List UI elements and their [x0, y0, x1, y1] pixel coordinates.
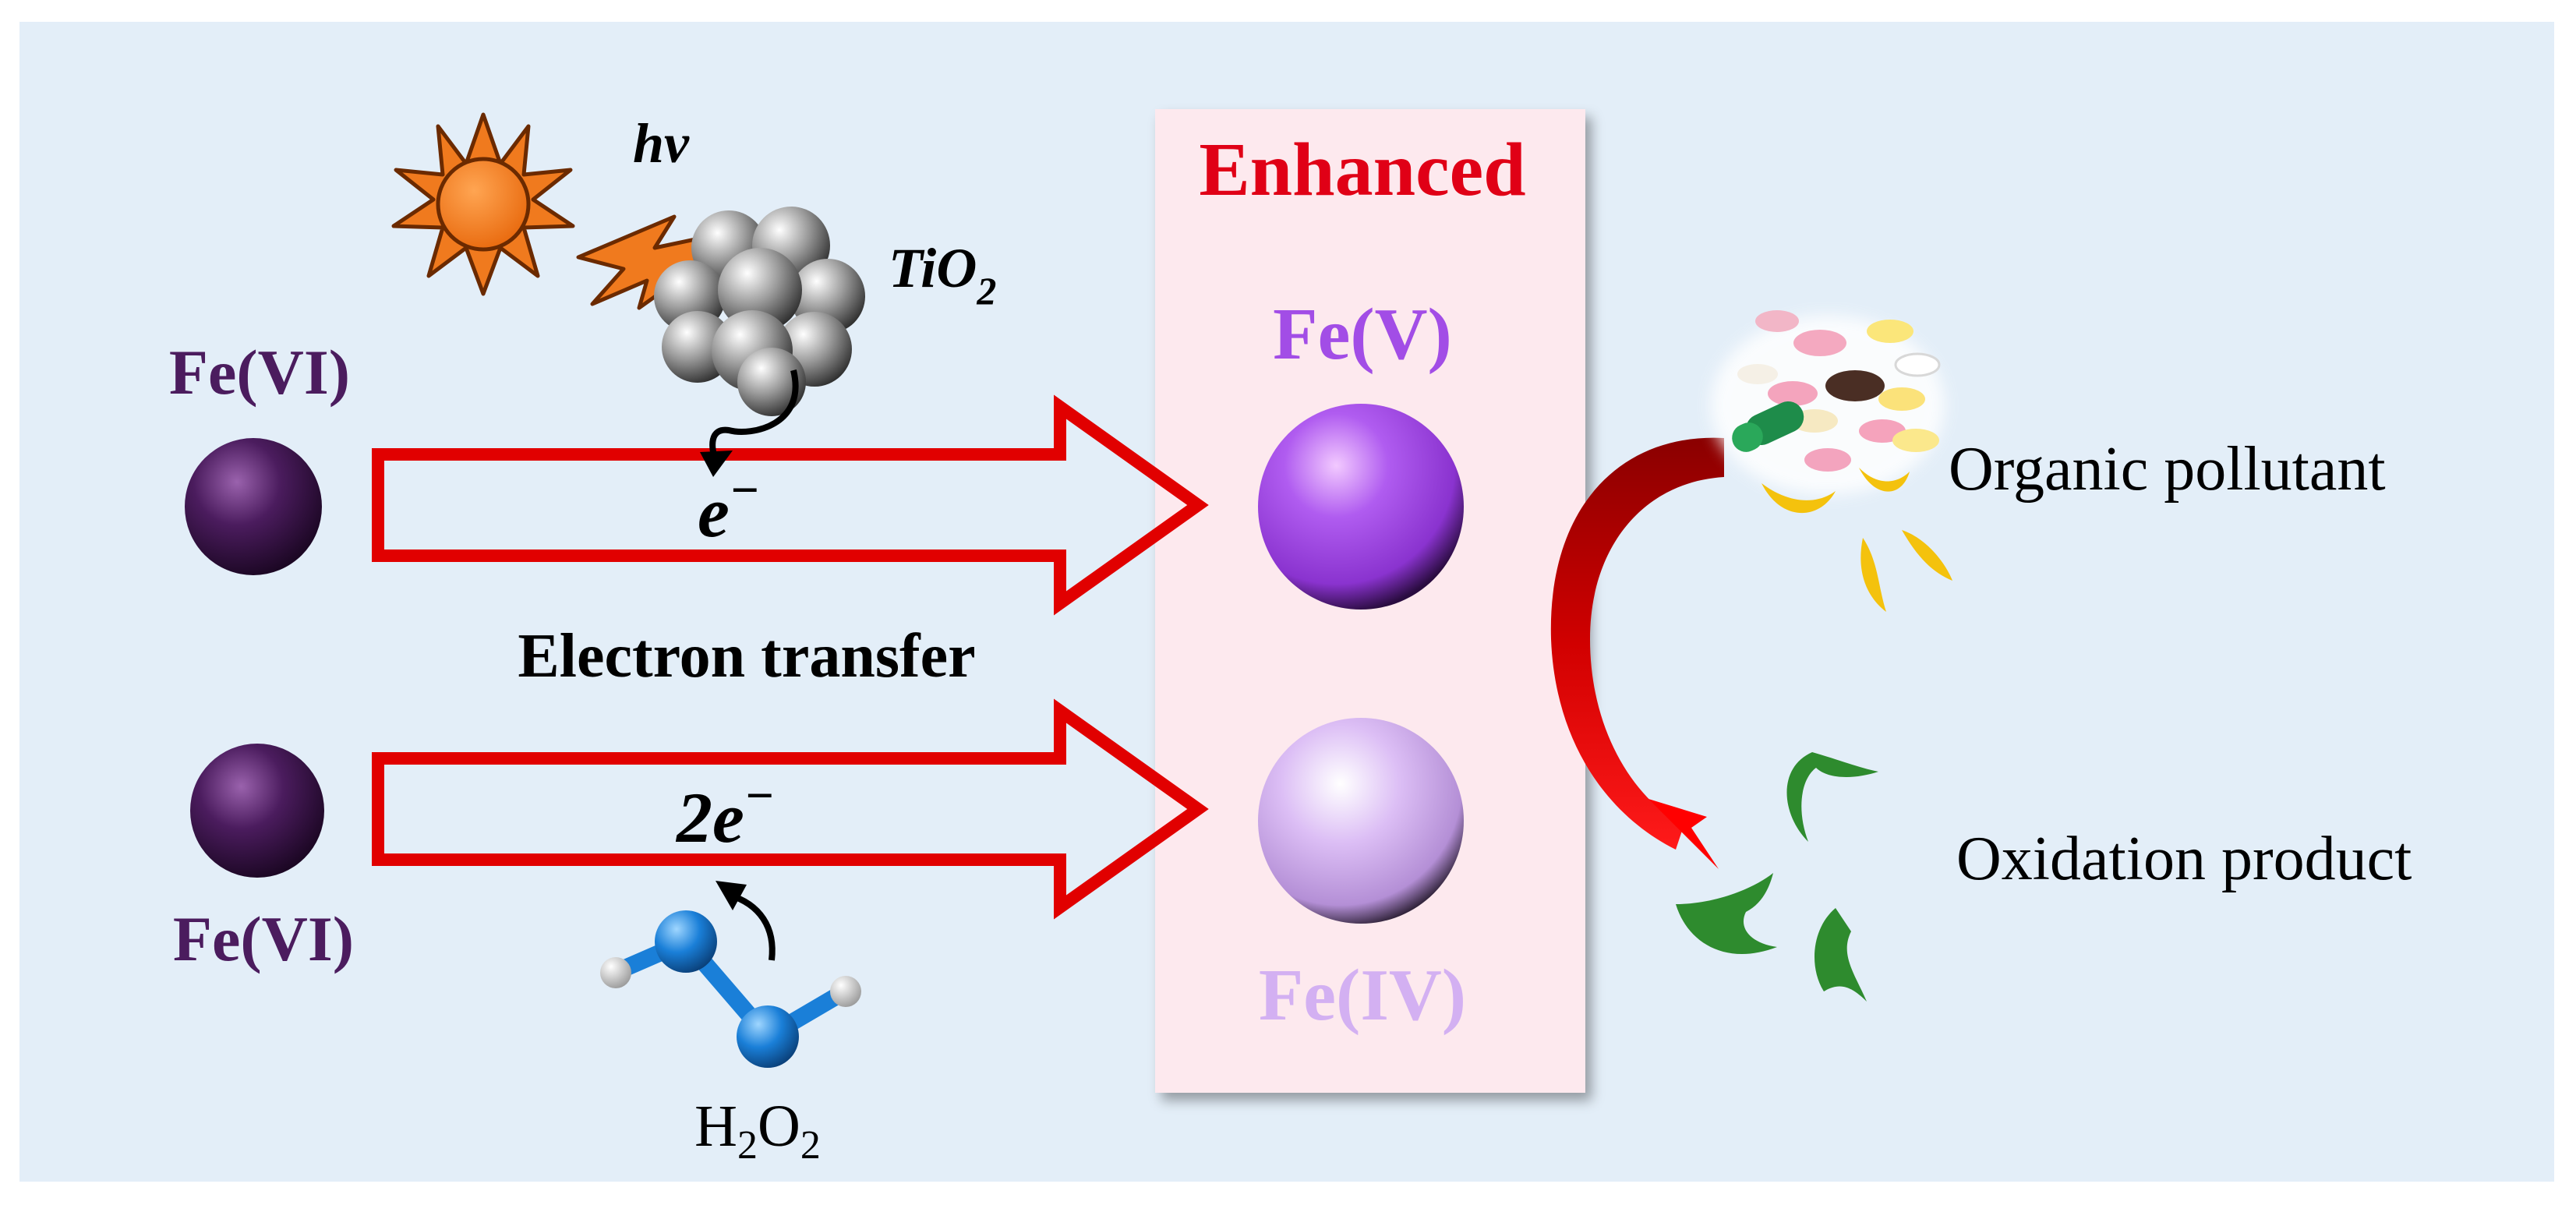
fe-vi-bottom-label: Fe(VI) — [173, 903, 354, 974]
fe-vi-bottom-sphere — [190, 744, 324, 878]
oxidation-product-label: Oxidation product — [1956, 825, 2412, 893]
tio2-nanoparticle-cluster — [654, 207, 865, 416]
pollutant-fragment-4 — [1902, 530, 1952, 581]
h2o2-subscript-2: 2 — [800, 1123, 821, 1168]
tio2-electron-arrow — [709, 369, 799, 461]
product-fragment-1 — [1786, 752, 1878, 842]
lower-hollow-arrow — [372, 698, 1209, 920]
reaction-curve-arrowhead — [1648, 799, 1719, 869]
product-fragment-3 — [1815, 908, 1867, 1002]
product-fragment-2 — [1676, 873, 1777, 954]
pollutant-fragment-3 — [1860, 538, 1886, 612]
fe-iv-label: Fe(IV) — [1259, 955, 1466, 1036]
enhanced-label: Enhanced — [1199, 128, 1525, 212]
h2o2-label: H2O2 — [694, 1094, 821, 1168]
sun-icon — [391, 112, 575, 296]
electron-single-label: e− — [698, 462, 760, 552]
electron-double-superscript: − — [744, 768, 775, 823]
organic-pollutant-label: Organic pollutant — [1949, 435, 2386, 504]
electron-transfer-label: Electron transfer — [518, 622, 975, 691]
h2o2-molecule-model — [600, 910, 861, 1068]
fe-v-sphere — [1258, 404, 1464, 610]
pills-image — [1711, 310, 1945, 495]
fe-iv-sphere — [1258, 718, 1464, 924]
tio2-subscript: 2 — [976, 269, 996, 313]
electron-single-superscript: − — [730, 462, 760, 518]
pollutant-fragment-1 — [1762, 483, 1836, 514]
fe-v-label: Fe(V) — [1273, 294, 1452, 375]
h2o2-electron-arrowhead — [716, 881, 747, 910]
tio2-label: TiO2 — [889, 237, 996, 313]
electron-double-label: 2e− — [675, 768, 775, 857]
h2o2-subscript-1: 2 — [737, 1123, 758, 1168]
reaction-curve-arrow — [1550, 437, 1724, 850]
hv-label: hv — [633, 112, 690, 175]
fe-vi-top-sphere — [185, 438, 322, 575]
tio2-electron-arrowhead — [700, 451, 733, 477]
pollutant-fragment-2 — [1859, 468, 1910, 492]
upper-hollow-arrow — [372, 394, 1209, 616]
fe-vi-top-label: Fe(VI) — [169, 337, 350, 408]
